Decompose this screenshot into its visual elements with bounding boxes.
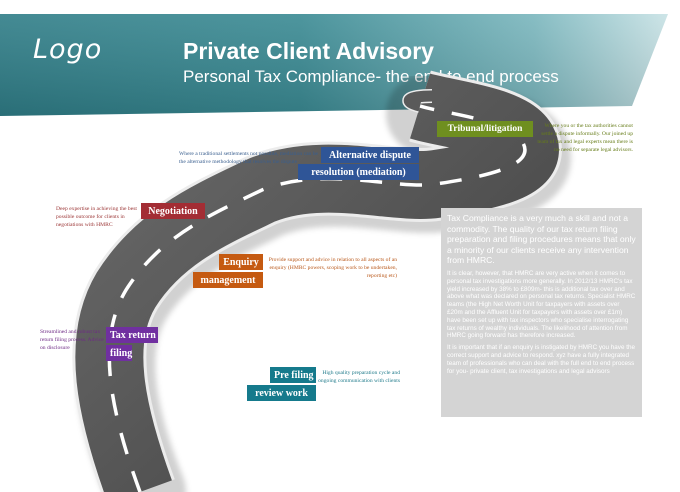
stage-note-enquiry: Provide support and advice in relation t…	[268, 257, 397, 279]
stage-label-alternative-dispute: Alternative dispute	[321, 147, 419, 163]
info-paragraph-hmrc-activity: It is clear, however, that HMRC are very…	[447, 269, 636, 340]
stage-note-negotiation: Deep expertise in achieving the best pos…	[56, 206, 137, 228]
stage-label-enquiry: Enquiry	[219, 254, 263, 270]
stage-label-tax-return-line2: filing	[106, 345, 132, 361]
stage-label-pre-filing-line2: review work	[247, 385, 316, 401]
stage-label-enquiry-line2: management	[193, 272, 263, 288]
stage-label-alternative-dispute-line2: resolution (mediation)	[298, 164, 419, 180]
page-title: Private Client Advisory	[183, 38, 434, 64]
stage-label-tribunal: Tribunal/litigation	[437, 121, 533, 137]
stage-label-tax-return: Tax return	[106, 327, 158, 343]
info-lead-paragraph: Tax Compliance is a very much a skill an…	[447, 213, 636, 266]
stage-note-tax-return: Streamlined and robust tax return filing…	[40, 329, 104, 351]
stage-note-alternative-dispute: Where a traditional settlements not poss…	[179, 151, 319, 165]
stage-label-negotiation: Negotiation	[141, 203, 205, 219]
stage-note-tribunal: Where you or the tax authorities cannot …	[537, 123, 633, 153]
info-text-panel: Tax Compliance is a very much a skill an…	[441, 208, 642, 417]
info-paragraph-support: It is important that if an enquiry is in…	[447, 344, 635, 375]
stage-note-pre-filing: High quality preparation cycle and ongoi…	[318, 370, 400, 384]
road-center-line	[107, 104, 527, 492]
logo[interactable]: Logo	[33, 34, 103, 65]
stage-label-pre-filing: Pre filing	[270, 367, 316, 383]
